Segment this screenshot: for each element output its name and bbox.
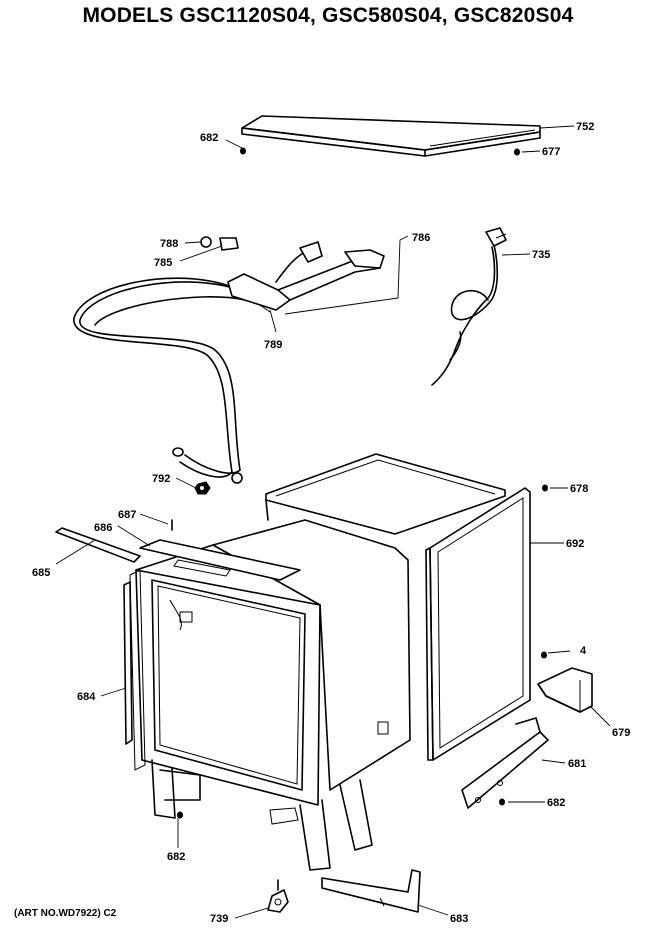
part-677-screw[interactable] [514,148,520,156]
callout-682-bottom: 682 [167,851,185,863]
callout-685: 685 [32,567,50,579]
callout-739: 739 [210,913,228,925]
diagram-title: MODELS GSC1120S04, GSC580S04, GSC820S04 [82,4,574,27]
callout-labels: 752 682 677 788 785 786 735 789 792 678 … [32,121,630,925]
part-679-block[interactable] [537,667,593,713]
callout-785: 785 [154,257,172,269]
part-4-screw[interactable] [541,651,547,659]
part-684-strip[interactable] [123,581,133,745]
tub-body [129,519,411,806]
callout-686: 686 [94,522,112,534]
callout-682-top: 682 [200,132,218,144]
callout-692: 692 [566,538,584,550]
callout-752: 752 [576,121,594,133]
leader-lines [55,125,611,919]
part-735-power-cord[interactable] [431,227,507,386]
callout-4: 4 [580,645,587,657]
callout-786: 786 [412,232,430,244]
part-792-nut[interactable] [194,481,211,495]
part-786-hose-assembly[interactable] [73,241,385,484]
part-683-bracket[interactable] [321,869,421,913]
part-681-bracket[interactable] [461,717,549,809]
callout-789: 789 [264,339,282,351]
part-678-screw[interactable] [542,484,548,492]
part-682-screw-right[interactable] [499,798,505,806]
callout-792: 792 [152,473,170,485]
part-752-top-panel[interactable] [241,115,541,157]
tub-legs [151,759,373,871]
part-686-panel[interactable] [139,539,301,581]
part-wrapper-back [265,453,506,535]
part-785-valve-fitting[interactable] [219,237,239,251]
part-789-bracket-callout-line [284,297,399,315]
callout-679: 679 [612,727,630,739]
callout-687: 687 [118,509,136,521]
callout-683: 683 [450,913,468,925]
part-682-screw-bottom[interactable] [177,811,183,819]
callout-684: 684 [77,691,96,703]
callout-735: 735 [532,249,550,261]
art-number-footer: (ART NO.WD7922) C2 [14,908,117,919]
part-682-screw-top[interactable] [240,147,246,155]
part-739-leveling-leg[interactable] [267,879,289,913]
part-692-side-panel[interactable] [425,487,531,761]
callout-678: 678 [570,483,588,495]
callout-788: 788 [160,238,178,250]
part-685-strip[interactable] [55,527,141,563]
callout-677: 677 [542,146,560,158]
callout-682-right: 682 [547,797,565,809]
part-788-ring[interactable] [200,236,212,248]
callout-681: 681 [568,758,586,770]
